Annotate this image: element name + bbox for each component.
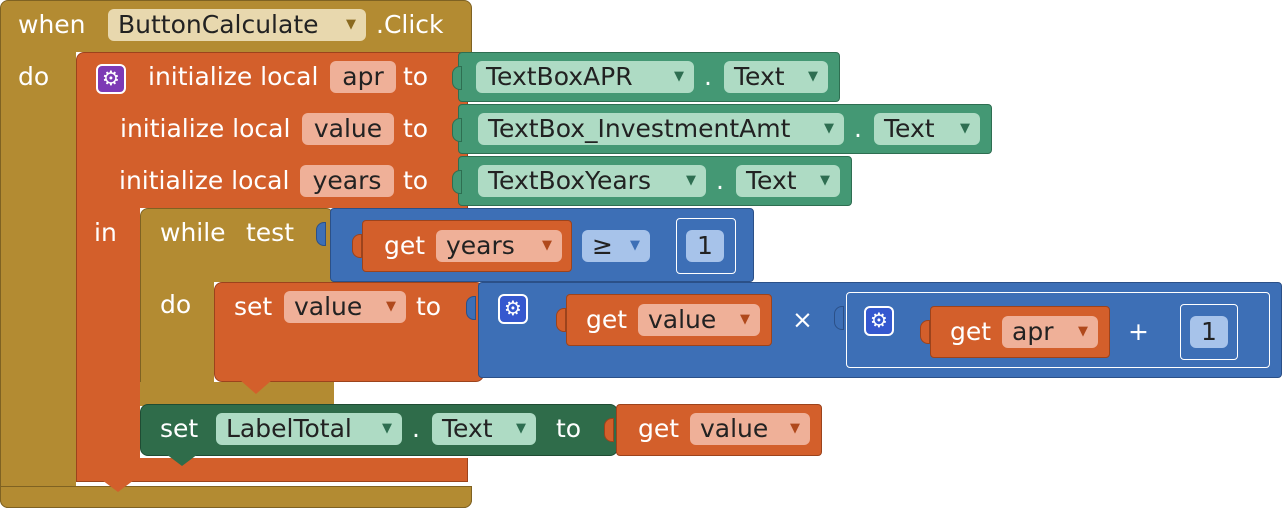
do-keyword: do	[18, 62, 50, 91]
chevron-down-icon: ▼	[346, 17, 356, 32]
local-bottom-bar	[76, 460, 468, 482]
socket-tab	[452, 118, 462, 142]
event-name: .Click	[376, 10, 444, 39]
property-dropdown-text[interactable]: Text ▼	[736, 165, 840, 197]
get-keyword: get	[586, 305, 628, 334]
local-name-years[interactable]: years	[300, 165, 394, 197]
test-keyword: test	[246, 218, 295, 247]
chevron-down-icon: ▼	[820, 173, 830, 188]
variable-dropdown-value[interactable]: value ▼	[638, 304, 760, 336]
socket-tab	[604, 418, 614, 442]
local-name-apr[interactable]: apr	[330, 61, 396, 93]
socket-tab	[316, 222, 326, 246]
to-keyword: to	[416, 292, 442, 321]
do-keyword: do	[160, 290, 192, 319]
when-keyword: when	[18, 10, 86, 39]
property-dropdown-text[interactable]: Text ▼	[724, 61, 828, 93]
initialize-local-keyword: initialize local	[119, 166, 290, 195]
chevron-down-icon: ▼	[960, 121, 970, 136]
get-keyword: get	[638, 414, 680, 443]
chevron-down-icon: ▼	[686, 173, 696, 188]
set-keyword: set	[160, 414, 199, 443]
component-dropdown-button-calculate[interactable]: ButtonCalculate ▼	[108, 9, 366, 41]
number-field[interactable]: 1	[1190, 316, 1228, 348]
initialize-local-keyword: initialize local	[148, 62, 319, 91]
while-keyword: while	[160, 218, 226, 247]
gear-icon[interactable]: ⚙	[864, 306, 894, 336]
to-keyword: to	[403, 114, 429, 143]
get-keyword: get	[384, 231, 426, 260]
chevron-down-icon: ▼	[542, 238, 552, 253]
property-dropdown-text[interactable]: Text ▼	[874, 113, 980, 145]
get-keyword: get	[950, 317, 992, 346]
block-notch	[102, 480, 134, 492]
socket-tab	[452, 170, 462, 194]
operator-dropdown[interactable]: ≥ ▼	[582, 230, 650, 262]
plus-operator: +	[1128, 317, 1149, 346]
in-keyword: in	[94, 218, 117, 247]
property-dropdown-text[interactable]: Text ▼	[432, 413, 536, 445]
multiply-operator: ×	[792, 305, 813, 334]
chevron-down-icon: ▼	[1078, 324, 1088, 339]
variable-dropdown-apr[interactable]: apr ▼	[1002, 316, 1098, 348]
component-dropdown-textbox-investmentamt[interactable]: TextBox_InvestmentAmt ▼	[478, 113, 844, 145]
to-keyword: to	[556, 414, 582, 443]
socket-tab	[920, 320, 930, 344]
initialize-local-keyword: initialize local	[120, 114, 291, 143]
chevron-down-icon: ▼	[630, 238, 640, 253]
variable-dropdown-years[interactable]: years ▼	[436, 230, 562, 262]
chevron-down-icon: ▼	[790, 421, 800, 436]
chevron-down-icon: ▼	[824, 121, 834, 136]
dot-separator: .	[704, 62, 712, 91]
gear-icon[interactable]: ⚙	[96, 64, 126, 94]
variable-dropdown-value[interactable]: value ▼	[690, 413, 810, 445]
set-keyword: set	[234, 292, 273, 321]
socket-tab	[834, 306, 844, 330]
chevron-down-icon: ▼	[808, 69, 818, 84]
gear-icon[interactable]: ⚙	[498, 294, 528, 324]
to-keyword: to	[403, 166, 429, 195]
to-keyword: to	[403, 62, 429, 91]
block-notch	[240, 380, 272, 394]
while-bottom-bar	[140, 382, 334, 406]
chevron-down-icon: ▼	[674, 69, 684, 84]
dot-separator: .	[412, 414, 420, 443]
socket-tab	[556, 308, 566, 332]
event-bottom-bar	[0, 486, 472, 508]
chevron-down-icon: ▼	[740, 312, 750, 327]
number-field[interactable]: 1	[686, 230, 724, 262]
component-dropdown-textboxyears[interactable]: TextBoxYears ▼	[478, 165, 706, 197]
socket-tab	[466, 296, 476, 320]
chevron-down-icon: ▼	[386, 299, 396, 314]
socket-tab	[352, 234, 362, 258]
dot-separator: .	[716, 166, 724, 195]
chevron-down-icon: ▼	[382, 421, 392, 436]
block-notch	[166, 454, 198, 466]
component-dropdown-labeltotal[interactable]: LabelTotal ▼	[216, 413, 402, 445]
local-name-value[interactable]: value	[302, 113, 394, 145]
dot-separator: .	[854, 114, 862, 143]
variable-dropdown-value[interactable]: value ▼	[284, 291, 406, 323]
component-dropdown-textboxapr[interactable]: TextBoxAPR ▼	[476, 61, 694, 93]
socket-tab	[452, 66, 462, 90]
chevron-down-icon: ▼	[516, 421, 526, 436]
